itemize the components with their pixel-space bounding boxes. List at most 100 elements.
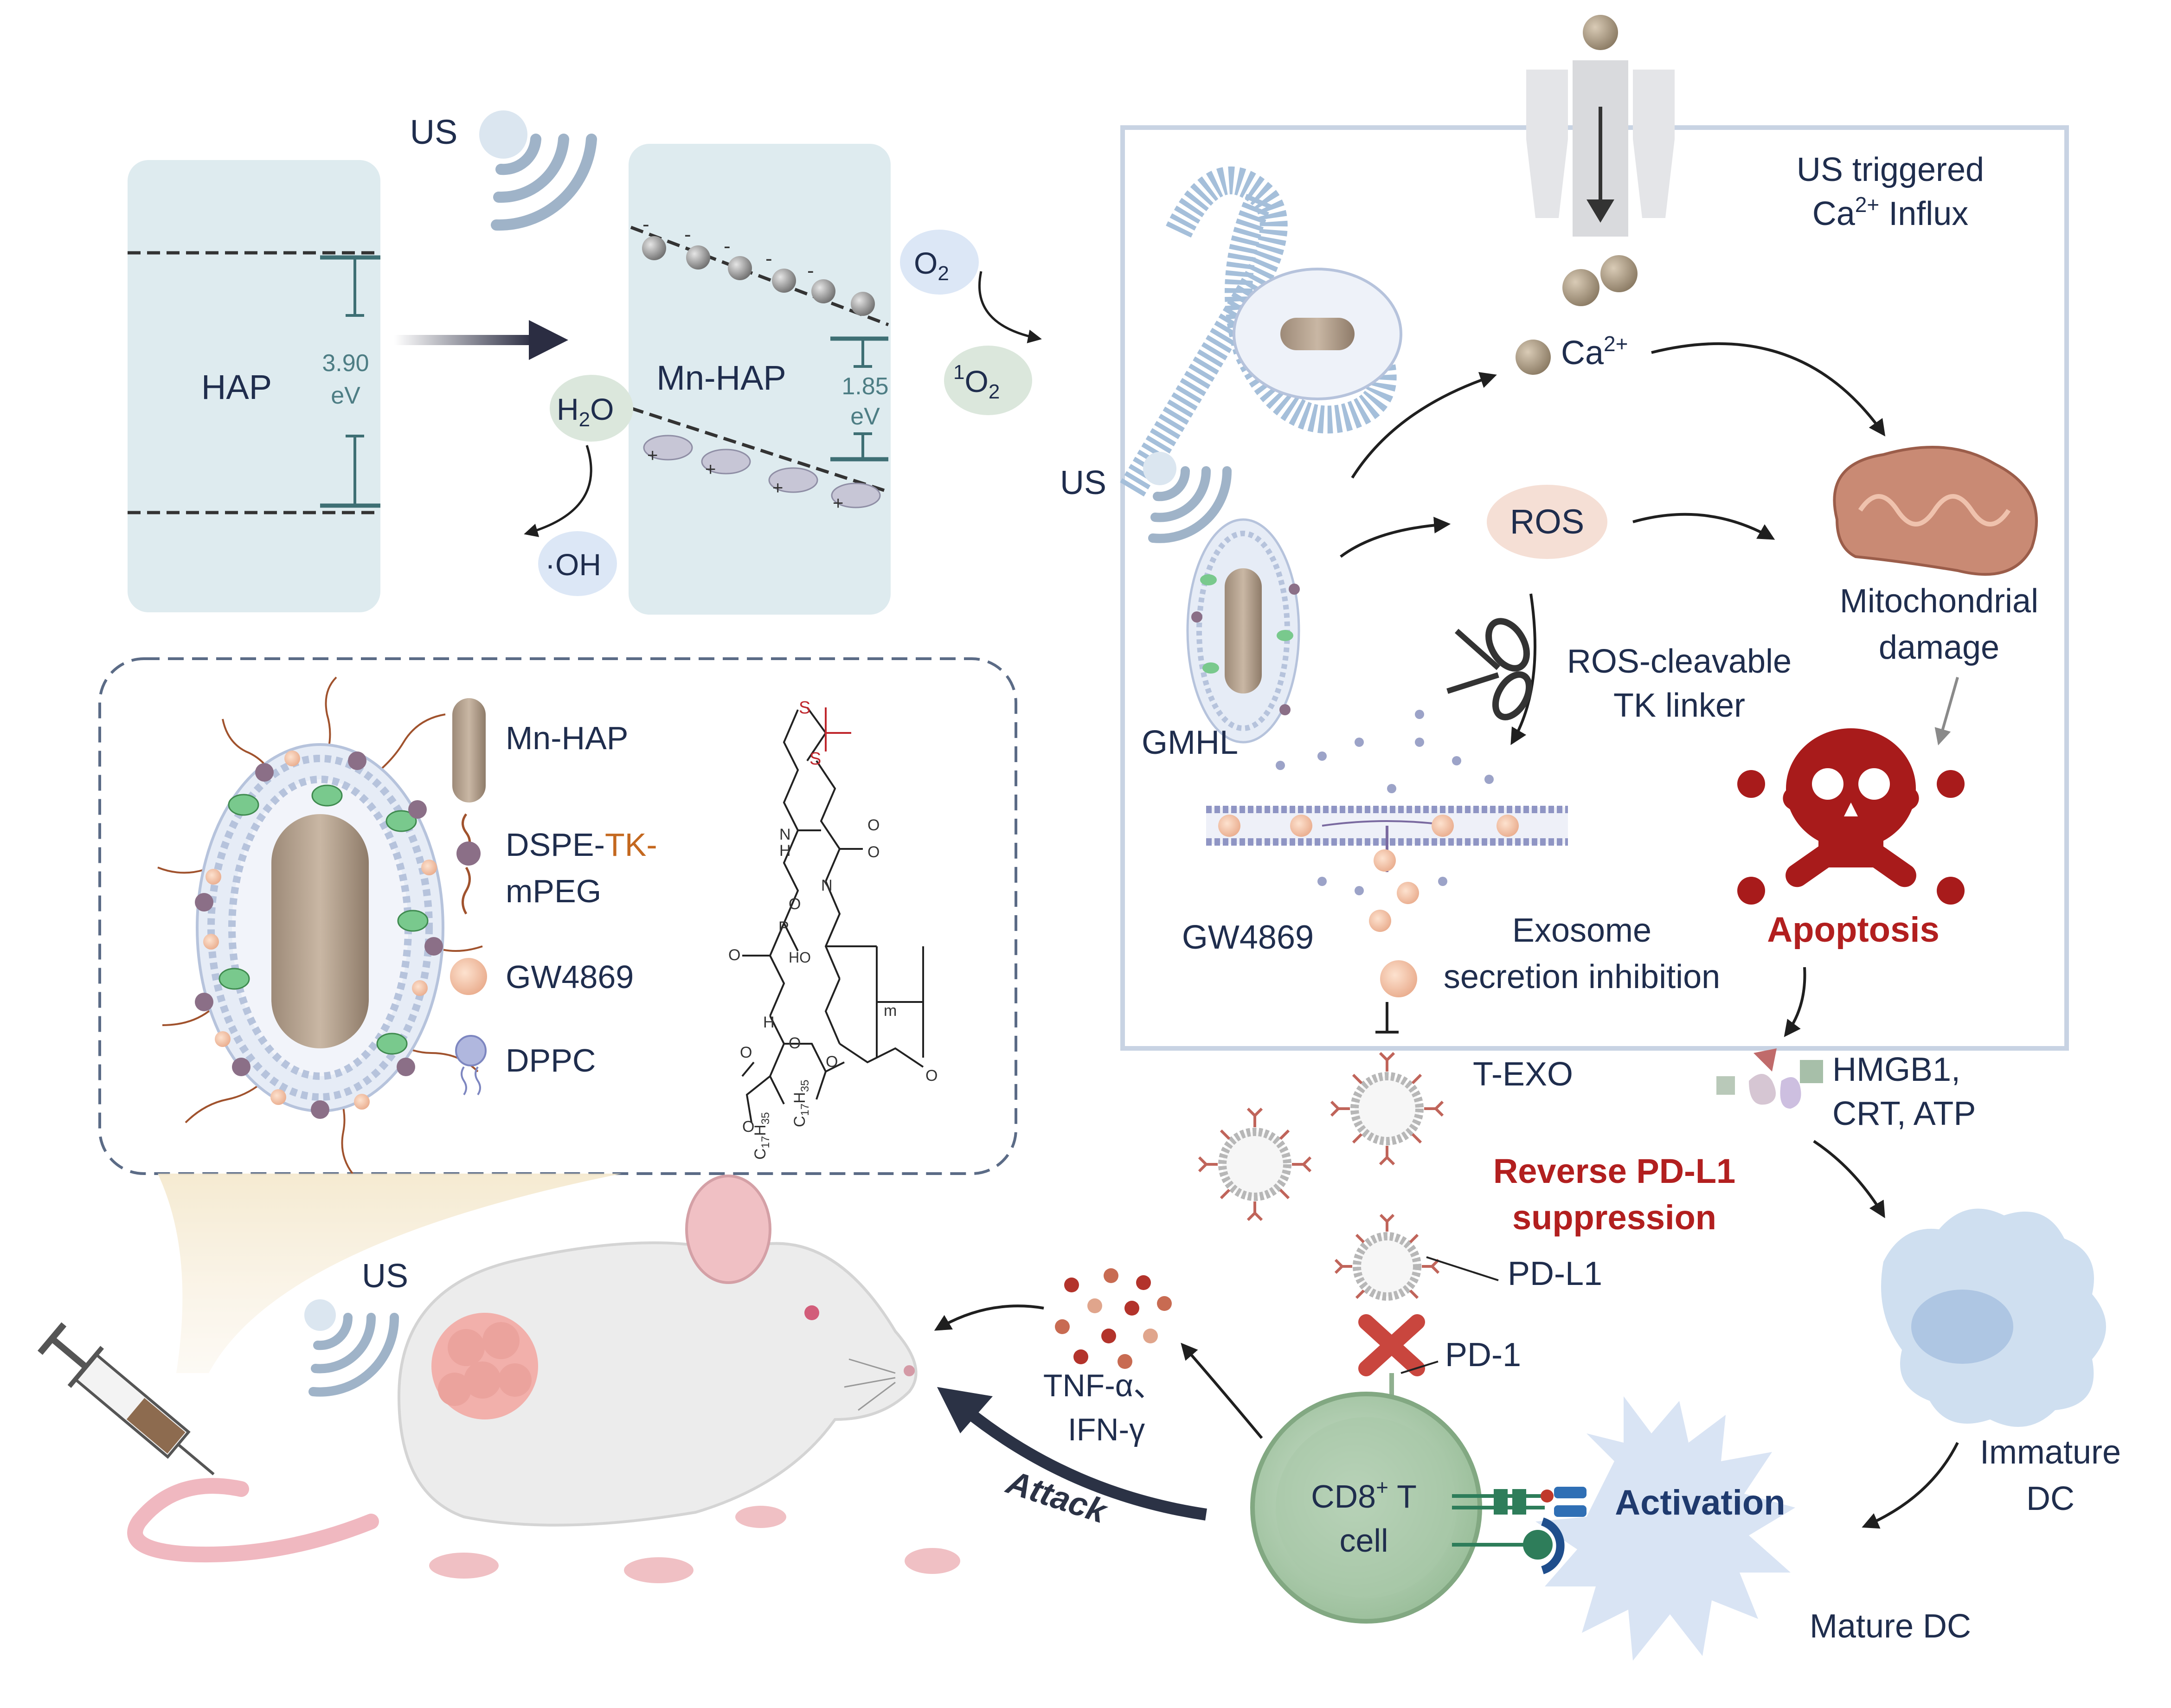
transform-arrow-head <box>529 320 568 360</box>
internalized-rod <box>1280 318 1355 350</box>
hap-label: HAP <box>201 368 272 406</box>
apoptosis-label: Apoptosis <box>1767 910 1940 950</box>
gmhl-particle <box>1186 518 1300 744</box>
legend-mpeg-label: mPEG <box>506 873 601 909</box>
ca-to-mito-arrow <box>1651 342 1886 437</box>
svg-text:+: + <box>833 493 843 514</box>
mouse-ultrasound-icon <box>304 1299 399 1397</box>
svg-text:S: S <box>799 698 810 718</box>
svg-text:-: - <box>684 223 691 246</box>
lipid-bilayer <box>1206 806 1568 932</box>
mouse-whiskers <box>844 1358 896 1411</box>
mouse-paws <box>429 1506 960 1583</box>
svg-text:O: O <box>867 843 880 861</box>
svg-text:+: + <box>647 445 658 466</box>
cytokine-to-mouse-arrow <box>934 1304 1044 1331</box>
o2-label: O2 <box>914 246 949 285</box>
mouse-nose <box>904 1365 915 1376</box>
mouse-illustration: US <box>38 1175 960 1583</box>
svg-text:N: N <box>779 826 791 843</box>
tcell-nucleus <box>1276 1417 1457 1598</box>
immature-line2: DC <box>2026 1480 2075 1517</box>
gmhl-to-ros-arrow <box>1340 516 1451 558</box>
legend-dppc-label: DPPC <box>506 1042 596 1079</box>
band-us-label: US <box>410 113 458 151</box>
ros-label: ROS <box>1510 502 1584 541</box>
reverse-line1: Reverse PD-L1 <box>1493 1152 1735 1190</box>
tcell-line1: CD8+ T <box>1311 1475 1417 1515</box>
svg-text:O: O <box>728 946 740 964</box>
svg-text:+: + <box>705 459 716 480</box>
immature-to-mature-arrow <box>1862 1442 1959 1529</box>
svg-text:P: P <box>778 918 789 936</box>
damp-line2: CRT, ATP <box>1832 1095 1976 1132</box>
legend-gw4869-label: GW4869 <box>506 959 634 995</box>
singlet-o2-bubble <box>944 346 1032 415</box>
svg-text:O: O <box>789 895 801 913</box>
syringe-icon <box>38 1322 215 1476</box>
receptor-pairs <box>1452 1487 1586 1574</box>
box-us-label: US <box>1060 464 1106 501</box>
exosome-2 <box>1198 1107 1312 1221</box>
gmhl-to-ca-arrow <box>1351 372 1497 479</box>
mnhap-cb-line <box>630 225 889 327</box>
released-lipids <box>1276 710 1494 895</box>
h2o-bubble <box>550 375 633 442</box>
legend-border <box>98 657 1017 1175</box>
svg-text:O: O <box>826 1053 838 1071</box>
svg-text:H: H <box>779 842 791 860</box>
svg-text:-: - <box>724 235 731 257</box>
mnhap-vb-line <box>630 406 889 494</box>
ca-ion-c <box>1516 340 1551 375</box>
calcium-channel <box>1526 60 1675 237</box>
pdl1-label: PD-L1 <box>1508 1255 1602 1292</box>
cytokine-line1: TNF-α、 <box>1043 1368 1165 1403</box>
immature-line1: Immature <box>1980 1434 2121 1471</box>
o2-arrow <box>978 271 1042 343</box>
exosome-1 <box>1330 1052 1444 1166</box>
tk-line2: TK linker <box>1613 687 1745 724</box>
reverse-line2: suppression <box>1512 1198 1716 1237</box>
svg-text:-: - <box>765 247 772 270</box>
chemical-structure <box>741 706 924 1123</box>
attack-arrow-shaft <box>956 1400 1207 1521</box>
damp-line1: HMGB1, <box>1832 1051 1960 1088</box>
mouse-ear <box>685 1175 771 1284</box>
influx-line1: US triggered <box>1797 151 1984 188</box>
cytokines <box>1055 1268 1172 1369</box>
h2o-label: H2O <box>557 392 614 431</box>
mito-to-apoptosis-arrow <box>1934 677 1959 745</box>
cell-membrane <box>1120 166 1397 497</box>
tk-line1: ROS-cleavable <box>1567 643 1792 680</box>
mitochondrion <box>1833 446 2038 576</box>
svg-text:N: N <box>821 877 833 894</box>
legend-dspe-label: DSPE-TK- <box>506 827 657 863</box>
svg-text:C17H35: C17H35 <box>752 1112 772 1160</box>
mature-dc-label: Mature DC <box>1810 1608 1971 1645</box>
attack-arrow-head <box>937 1387 993 1433</box>
block-x-icon <box>1358 1314 1425 1376</box>
mnhap-label: Mn-HAP <box>656 359 786 397</box>
legend-mnhap-swatch <box>452 698 486 803</box>
exo-line2: secretion inhibition <box>1444 958 1720 995</box>
mito-line1: Mitochondrial <box>1840 583 2038 620</box>
tcell-line2: cell <box>1339 1522 1388 1559</box>
hap-panel <box>128 160 380 612</box>
apoptosis-to-damp-arrow <box>1784 967 1806 1037</box>
ca-ion-a <box>1562 269 1599 306</box>
svg-text:H: H <box>763 1014 775 1031</box>
cytokine-line2: IFN-γ <box>1068 1412 1145 1447</box>
tcell-to-cytokine-arrow <box>1181 1342 1263 1439</box>
legend-mnhap-label: Mn-HAP <box>506 720 628 756</box>
h2o-arrow <box>524 445 592 537</box>
magnification-cone <box>158 1174 622 1373</box>
immune-section: T-EXO Reverse PD-L1 suppression PD-L1 PD… <box>934 1048 2121 1661</box>
oh-label: ·OH <box>545 547 601 582</box>
electrons: - - - - - <box>642 213 875 316</box>
ca-ion-b <box>1600 255 1638 292</box>
scissors-icon <box>1446 618 1533 720</box>
ros-to-mito-arrow <box>1632 513 1775 540</box>
mouse-eye <box>804 1305 819 1320</box>
mnhap-gap-value: 1.85 <box>841 373 888 400</box>
